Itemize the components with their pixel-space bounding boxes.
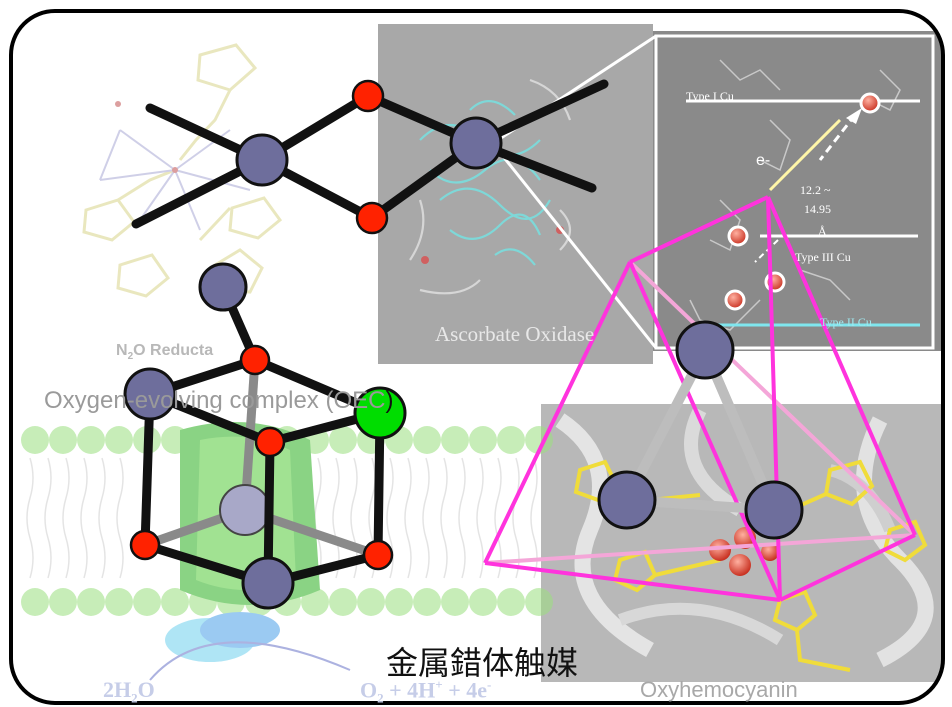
distance-unit-label: Å <box>818 224 827 238</box>
distance-arrow <box>754 239 779 263</box>
tricopper-tetrahedron <box>483 195 917 602</box>
dicopper-core <box>131 79 609 235</box>
manganese-atom-bottom <box>241 556 295 610</box>
water-sub: 2 <box>131 690 138 706</box>
oxyhemocyanin-label: Oxyhemocyanin <box>640 677 798 702</box>
n2o-label-sub: 2 <box>127 351 134 363</box>
slide-title: 金属錯体触媒 <box>386 644 579 682</box>
zoom-line-bottom <box>496 149 658 349</box>
type-i-cu-label: Type I Cu <box>686 89 734 103</box>
copper-site-frame <box>654 34 935 350</box>
distance-label-1: 12.2 ~ <box>800 183 831 197</box>
oec-label-bracket: ) <box>385 387 394 414</box>
bridging-oxygen-bottom <box>355 201 389 235</box>
slide-frame <box>9 9 945 705</box>
type-ii-cu-label: Type II Cu <box>820 315 872 329</box>
electron-path-line <box>768 118 842 192</box>
water-suffix: O <box>137 677 155 702</box>
oxygen-product-label: O2 + 4H+ + 4e- <box>360 677 491 707</box>
electron-arrow <box>818 114 857 161</box>
n2o-reductase-label: N2O Reducta <box>116 342 213 362</box>
copper-atom-top <box>675 320 735 380</box>
oxo-bridge-left <box>129 529 161 561</box>
oxo-bridge-top <box>239 344 271 376</box>
oec-label-part1: Oxyge <box>44 387 114 414</box>
oec-label-part2: n-evolving complex (OEC <box>113 387 386 414</box>
o2-sup2: - <box>487 677 492 692</box>
tricopper-core <box>597 320 804 540</box>
n2o-label-suffix: O Reducta <box>133 342 214 359</box>
oxo-bridge-center <box>254 426 286 458</box>
type-ii-copper-atom <box>724 289 746 311</box>
oxo-bridge-right <box>362 539 394 571</box>
manganese-atom-dangler <box>198 262 248 312</box>
oec-cubane-cluster <box>123 262 407 610</box>
o2-sub: 2 <box>377 690 384 706</box>
o2-prefix: O <box>360 677 378 703</box>
copper-atom-left <box>235 133 289 187</box>
ascorbate-oxidase-label: Ascorbate Oxidase <box>435 322 595 346</box>
type-iii-cu-label: Type III Cu <box>795 250 851 264</box>
calcium-atom <box>353 386 407 440</box>
o2-sup1: + <box>435 677 443 692</box>
ascorbate-oxidase-panel <box>378 24 653 364</box>
n2o-label-prefix: N <box>116 342 128 359</box>
copper-site-panel <box>653 31 943 351</box>
electron-label: e- <box>756 152 771 169</box>
oec-label: Oxygen-evolving complex (OEC) <box>44 387 393 415</box>
copper-atom-right-tri <box>744 480 804 540</box>
water-prefix: 2H <box>103 677 132 702</box>
hemocyanin-oxygen-spheres <box>709 527 779 576</box>
manganese-atom-left <box>123 367 177 421</box>
bridging-oxygen-top <box>351 79 385 113</box>
copper-atom-right <box>449 116 503 170</box>
water-label: 2H2O <box>103 677 155 706</box>
type-iii-copper-atom-1 <box>727 225 749 247</box>
distance-label-2: 14.95 <box>804 202 831 216</box>
o2-mid2: + 4e <box>442 677 488 703</box>
type-i-copper-atom <box>859 92 881 114</box>
copper-atom-left-tri <box>597 470 657 530</box>
electron-arrowhead <box>846 108 862 124</box>
manganese-atom-back <box>219 484 271 536</box>
o2-mid: + 4H <box>383 677 436 703</box>
